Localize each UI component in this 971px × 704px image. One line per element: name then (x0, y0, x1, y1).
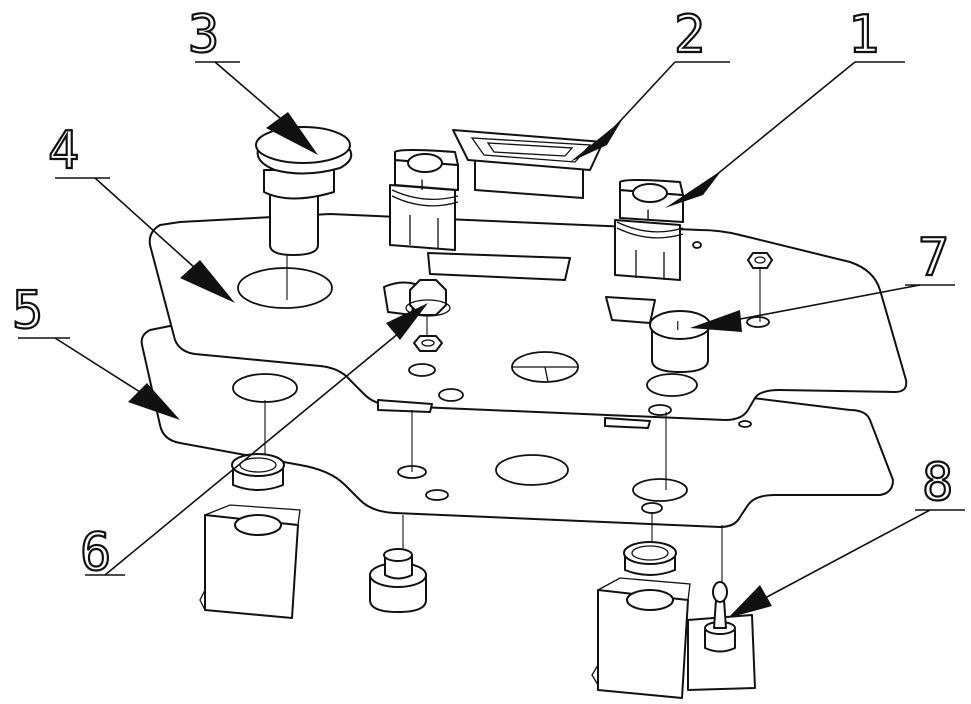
callout-1-leader (665, 61, 905, 208)
callout-7-leader (690, 284, 955, 332)
callout-6-leader (85, 303, 428, 576)
callout-5: 5 (12, 281, 43, 341)
hex-nut-left (413, 335, 443, 352)
callout-2-leader (570, 61, 730, 162)
hex-nut-right (747, 252, 773, 269)
callout-1: 1 (848, 5, 879, 65)
callout-2: 2 (674, 5, 705, 65)
rocker-switch-left: I (389, 149, 459, 251)
pilot-lamp: I (649, 310, 711, 373)
callout-3-leader (195, 61, 318, 155)
lower-switch-body-right (591, 541, 691, 699)
callout-4-leader (55, 177, 235, 303)
lower-switch-body-left (199, 453, 301, 619)
switch-left-marking: I (420, 178, 424, 194)
display-bezel (452, 129, 604, 199)
callout-8: 8 (922, 453, 953, 513)
callout-3: 3 (188, 5, 219, 65)
toggle-switch (687, 581, 756, 691)
callout-6: 6 (80, 523, 111, 583)
knurled-nut (405, 279, 451, 317)
indicator-marking: I (676, 319, 680, 333)
switch-right-marking: I (646, 208, 650, 224)
lower-plate (140, 325, 894, 528)
callout-5-leader (18, 337, 180, 420)
upper-plate (148, 213, 908, 429)
callout-7: 7 (918, 228, 949, 288)
rocker-switch-right: I (614, 179, 684, 281)
lower-cap (369, 548, 427, 613)
callout-8-leader (728, 509, 965, 618)
callout-4: 4 (48, 121, 79, 181)
